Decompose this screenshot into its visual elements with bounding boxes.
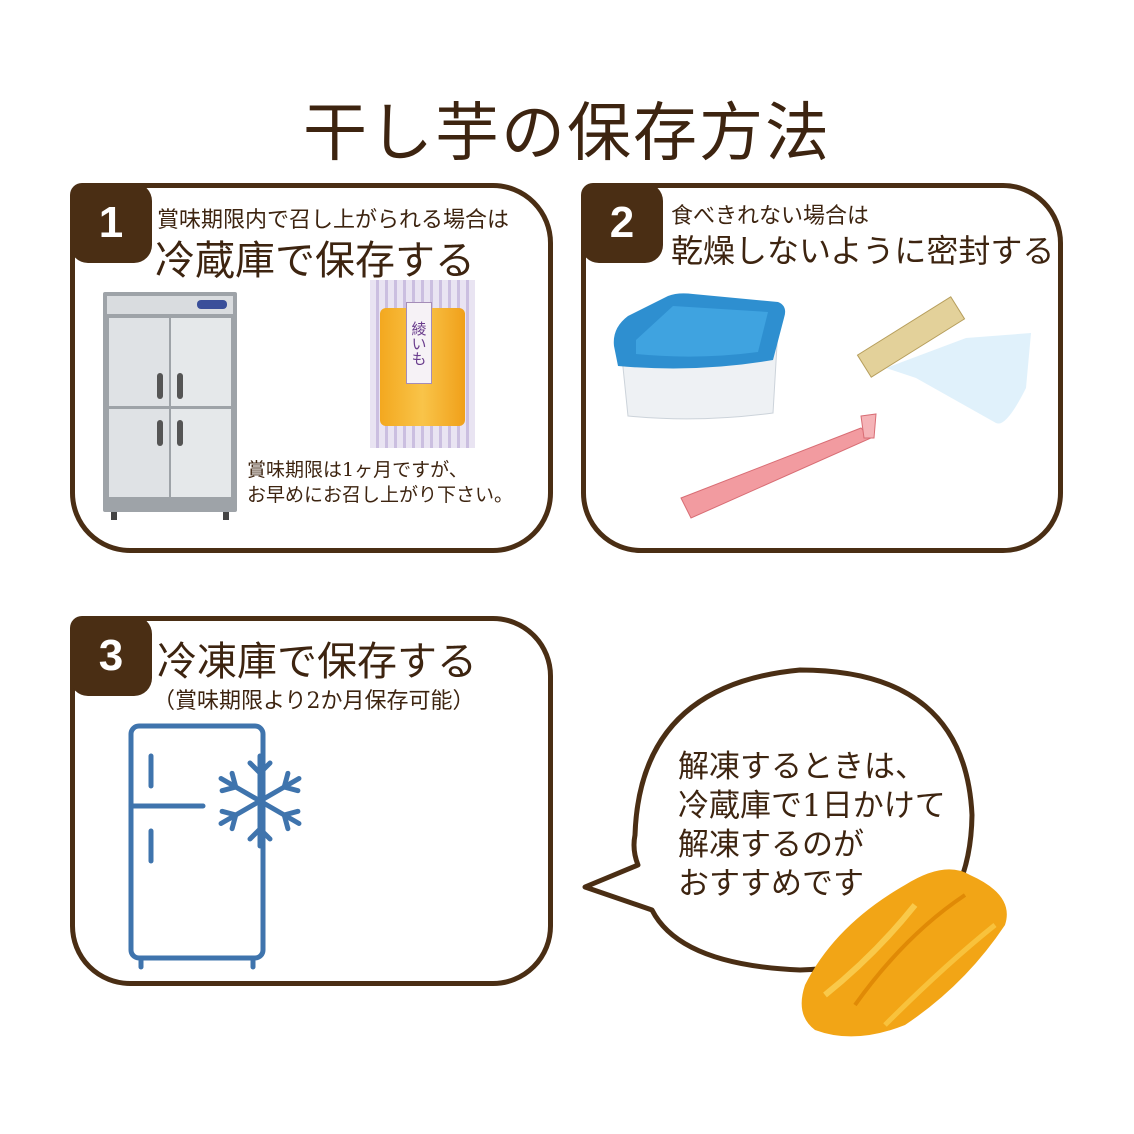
- step-badge-3: 3: [70, 616, 152, 696]
- card-3-subtitle: （賞味期限より2か月保存可能）: [153, 689, 475, 714]
- card-refrigerator: 1 賞味期限内で召し上がられる場合は 冷蔵庫で保存する 綾いも 賞味期限は1ヶ月…: [70, 183, 553, 553]
- card-2-heading: 乾燥しないように密封する: [671, 232, 1055, 270]
- card-seal: 2 食べきれない場合は 乾燥しないように密封する: [581, 183, 1063, 553]
- note-line: お早めにお召し上がり下さい。: [247, 484, 514, 506]
- card-3-heading: 冷凍庫で保存する: [157, 639, 477, 685]
- card-2-subtitle: 食べきれない場合は: [671, 204, 870, 229]
- card-1-note: 賞味期限は1ヶ月ですが、 お早めにお召し上がり下さい。: [247, 458, 513, 508]
- card-1-heading: 冷蔵庫で保存する: [155, 238, 475, 284]
- dried-sweet-potato-package-image: 綾いも: [370, 280, 475, 448]
- card-freezer: 3 冷凍庫で保存する （賞味期限より2か月保存可能）: [70, 616, 553, 986]
- product-label: 綾いも: [406, 302, 432, 384]
- note-line: 賞味期限は1ヶ月ですが、: [247, 459, 468, 481]
- bag-clip-icon: [680, 413, 877, 519]
- bubble-line: おすすめです: [678, 866, 864, 902]
- step-badge-2: 2: [581, 183, 663, 263]
- storage-container-icon: [613, 293, 786, 420]
- freezer-snowflake-icon: [128, 723, 313, 970]
- bubble-line: 解凍するのが: [678, 827, 864, 863]
- dried-sweet-potato-image: [801, 869, 1007, 1037]
- step-badge-1: 1: [70, 183, 152, 263]
- bubble-text: 解凍するときは、 冷蔵庫で1日かけて 解凍するのが おすすめです: [678, 748, 946, 904]
- commercial-fridge-icon: [103, 292, 237, 520]
- page-title: 干し芋の保存方法: [303, 97, 831, 171]
- bubble-line: 冷蔵庫で1日かけて: [678, 788, 946, 824]
- card-1-subtitle: 賞味期限内で召し上がられる場合は: [157, 208, 510, 233]
- bubble-line: 解凍するときは、: [678, 749, 926, 785]
- plastic-wrap-icon: [856, 296, 1031, 424]
